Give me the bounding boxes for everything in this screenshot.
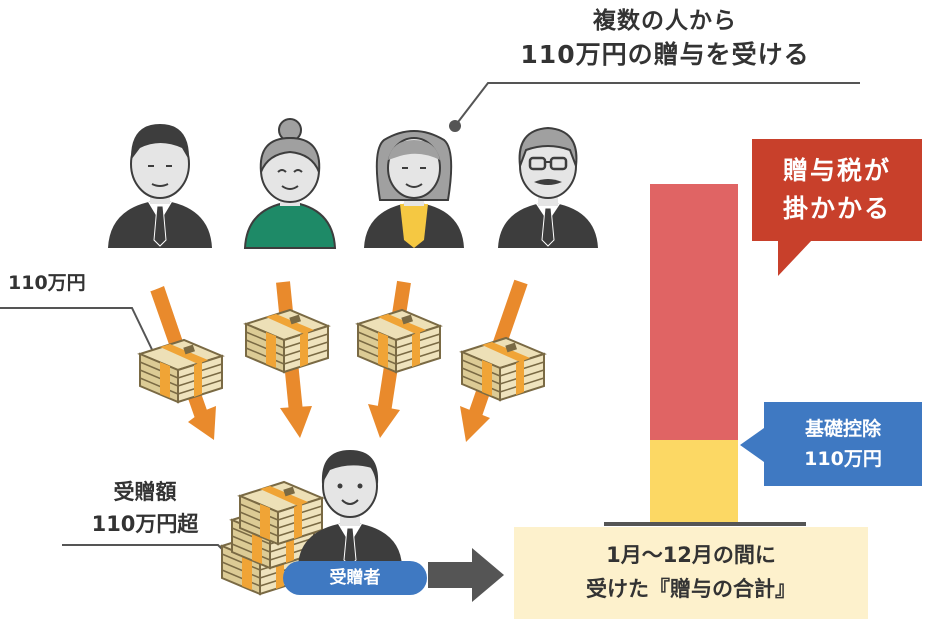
giver-man-with-tie-icon [108, 124, 212, 248]
heading-leader-dot [449, 120, 461, 132]
total-arrow [428, 548, 504, 602]
gift-leader-line [0, 307, 159, 363]
giver-woman-with-bun-icon [243, 118, 337, 249]
received-leader-line [62, 544, 243, 570]
total-box-line-1: 1月～12月の間に [606, 543, 776, 567]
money-stack-3-icon [357, 309, 441, 373]
money-stack-1-icon [139, 339, 223, 403]
tax-callout-line-1: 贈与税が [782, 156, 891, 185]
deduction-callout-tail [740, 428, 764, 462]
giver-woman-with-blouse-icon [364, 130, 464, 248]
deduction-callout-line-1: 基礎控除 [804, 418, 881, 440]
received-label-line-1: 受贈額 [113, 480, 177, 504]
gift-label: 110万円 [8, 272, 86, 294]
received-label-line-2: 110万円超 [91, 512, 199, 536]
total-box-line-2: 受けた『贈与の合計』 [586, 577, 796, 601]
total-box: 1月～12月の間に 受けた『贈与の合計』 [514, 527, 868, 619]
tax-callout-line-2: 掛かかる [782, 194, 891, 223]
received-label: 受贈額 110万円超 [70, 476, 220, 540]
money-stack-4-icon [461, 337, 545, 401]
giver-man-with-glasses-icon [498, 126, 598, 248]
deduction-bar [650, 440, 738, 524]
heading-line-2: 110万円の贈与を受ける [520, 40, 810, 69]
tax-callout: 贈与税が 掛かかる [752, 139, 922, 241]
heading-leader-line [454, 82, 860, 127]
deduction-callout-line-2: 110万円 [804, 448, 882, 470]
recipient-person-icon [298, 450, 402, 567]
deduction-callout: 基礎控除 110万円 [764, 402, 922, 486]
heading: 複数の人から 110万円の贈与を受ける [470, 4, 860, 72]
heading-line-1: 複数の人から [593, 8, 737, 34]
recipient-badge: 受贈者 [283, 561, 427, 595]
tax-bar [650, 184, 738, 440]
tax-callout-tail [778, 240, 812, 276]
money-stack-2-icon [245, 309, 329, 373]
